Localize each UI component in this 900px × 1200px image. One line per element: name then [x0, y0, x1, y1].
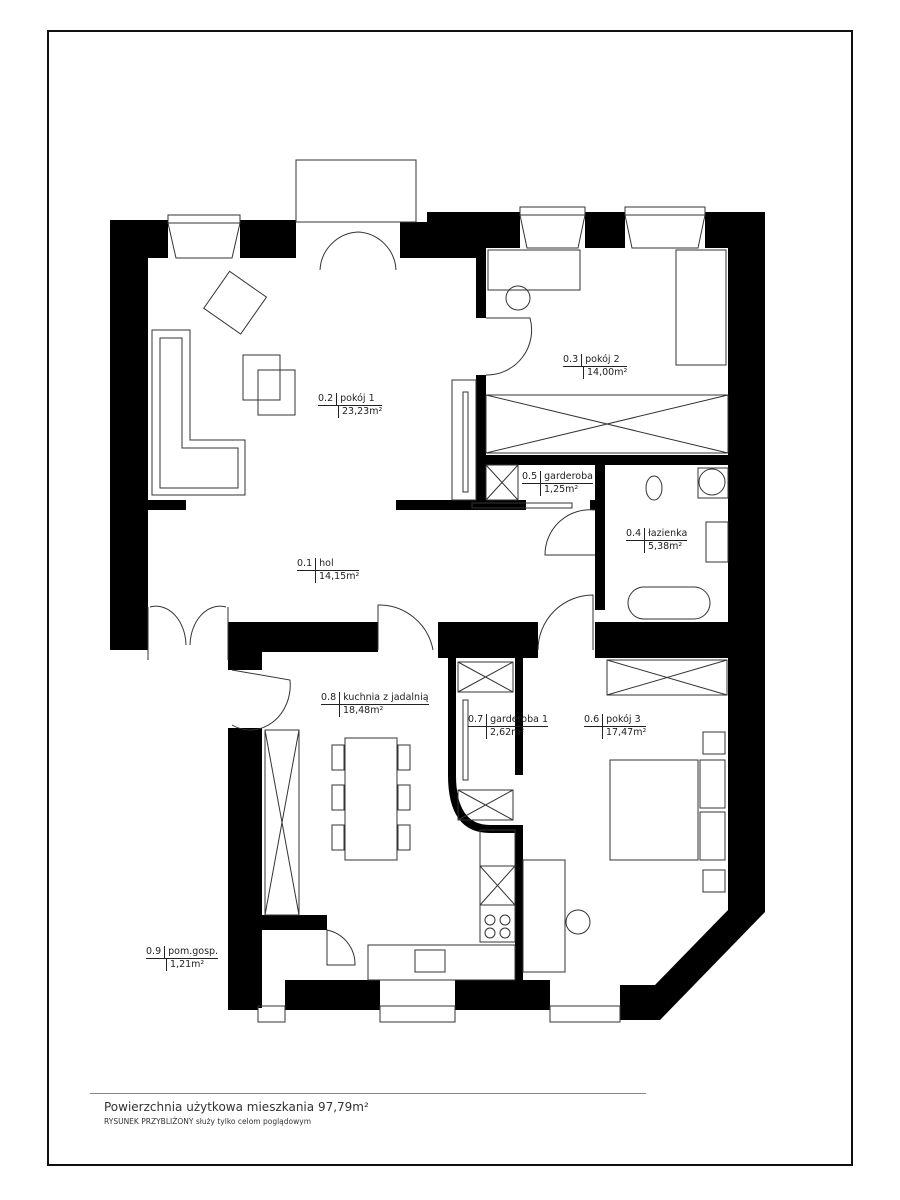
room-name: kuchnia z jadalnią [343, 692, 429, 703]
room-number: 0.1 [297, 558, 317, 570]
room-name: hol [319, 558, 334, 569]
room-name: pokój 1 [340, 393, 375, 404]
room-area: 23,23m² [338, 406, 382, 418]
room-area: 2,62m² [486, 727, 524, 739]
total-area-title: Powierzchnia użytkowa mieszkania 97,79m² [104, 1100, 369, 1114]
drawing-frame [47, 30, 853, 1166]
room-area: 18,48m² [339, 705, 383, 717]
room-number: 0.8 [321, 692, 341, 704]
room-area: 14,00m² [583, 367, 627, 379]
disclaimer-note: RYSUNEK PRZYBLIŻONY służy tylko celom po… [104, 1117, 312, 1126]
room-number: 0.3 [563, 354, 583, 366]
room-area: 1,21m² [166, 959, 204, 971]
fixtures [147, 159, 729, 1023]
room-area: 17,47m² [602, 727, 646, 739]
room-name: pokój 2 [585, 354, 620, 365]
room-area: 14,15m² [315, 571, 359, 583]
room-name: pokój 3 [606, 714, 641, 725]
room-name: garderoba 1 [490, 714, 548, 725]
room-name: garderoba [544, 471, 593, 482]
room-number: 0.5 [522, 471, 542, 483]
room-number: 0.4 [626, 528, 646, 540]
room-name: łazienka [648, 528, 688, 539]
room-area: 1,25m² [540, 484, 578, 496]
room-name: pom.gosp. [168, 946, 219, 957]
footer-divider [90, 1093, 646, 1094]
room-number: 0.7 [468, 714, 488, 726]
room-area: 5,38m² [644, 541, 682, 553]
room-number: 0.6 [584, 714, 604, 726]
walls [110, 212, 765, 1020]
room-number: 0.9 [146, 946, 166, 958]
room-number: 0.2 [318, 393, 338, 405]
